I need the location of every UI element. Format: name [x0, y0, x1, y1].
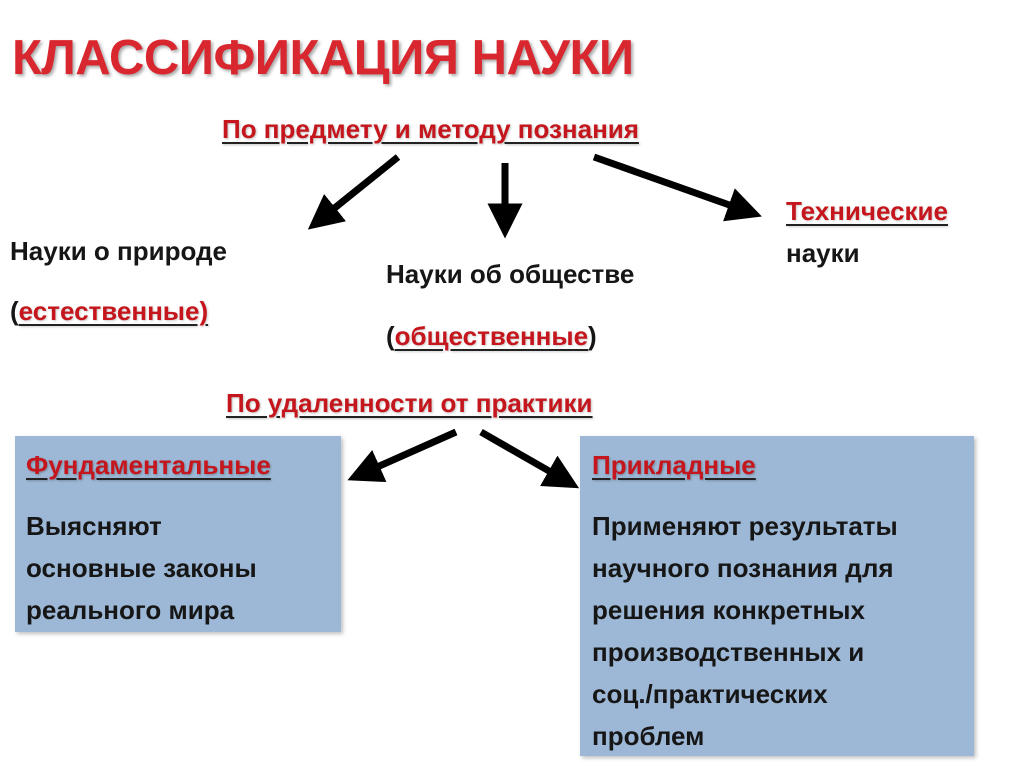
technical-sciences-label: Технические: [786, 196, 948, 226]
fundamental-description: Выясняют основные законы реального мира: [26, 511, 257, 625]
fundamental-box: Фундаментальные Выясняют основные законы…: [15, 436, 341, 632]
criterion-subject-method: По предмету и методу познания: [222, 114, 639, 144]
applied-description: Применяют результаты научного познания д…: [592, 511, 898, 751]
society-sciences-label: Науки об обществе: [386, 259, 635, 289]
arrow-to-nature-sciences: [307, 154, 401, 230]
nature-sciences-label: Науки о природе: [10, 236, 227, 266]
natural-sciences-term: естественные): [18, 296, 209, 326]
social-sciences-term: общественные: [394, 321, 589, 351]
fundamental-title: Фундаментальные: [26, 450, 271, 480]
applied-title: Прикладные: [592, 450, 756, 480]
applied-box: Прикладные Применяют результаты научного…: [580, 436, 974, 756]
nature-sciences-sublabel: (естественные): [10, 296, 208, 327]
arrow-to-fundamental: [347, 428, 458, 483]
open-paren: (: [10, 296, 19, 326]
arrow-to-applied: [479, 428, 580, 489]
technical-sciences-line2: науки: [786, 238, 860, 268]
open-paren: (: [386, 321, 395, 351]
page-title: КЛАССИФИКАЦИЯ НАУКИ: [12, 31, 634, 85]
close-paren: ): [588, 321, 597, 351]
arrow-to-technical-sciences: [592, 153, 762, 222]
society-sciences-sublabel: (общественные): [386, 321, 597, 352]
criterion-practice-distance: По удаленности от практики: [226, 388, 593, 418]
